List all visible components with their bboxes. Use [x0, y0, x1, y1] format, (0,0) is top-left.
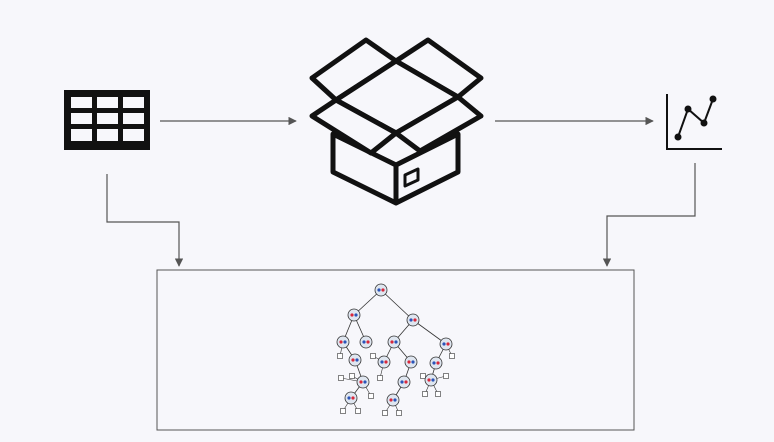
tree-node: [336, 335, 350, 349]
tree-node: [439, 337, 453, 351]
tree-node-marker: [427, 378, 431, 382]
tree-node-marker: [442, 342, 446, 346]
tree-node: [397, 375, 411, 389]
tree-node-marker: [411, 360, 415, 364]
tree-node-marker: [343, 340, 347, 344]
tree-node: [344, 391, 358, 405]
tree-node-marker: [351, 396, 355, 400]
tree-leaf: [355, 408, 361, 414]
tree-edge: [412, 319, 447, 345]
tree-node: [348, 353, 362, 367]
tree-node-marker: [409, 318, 413, 322]
decision-tree-icon: [336, 283, 455, 416]
tree-node-marker: [359, 380, 363, 384]
tree-leaf: [337, 353, 343, 359]
line-chart-icon: [666, 94, 722, 150]
tree-node-marker: [366, 340, 370, 344]
tree-leaf: [377, 375, 383, 381]
tree-node-marker: [350, 313, 354, 317]
tree-leaf: [435, 391, 441, 397]
tree-leaf: [449, 353, 455, 359]
tree-leaf: [338, 375, 344, 381]
open-box-icon: [309, 37, 484, 206]
tree-node-marker: [394, 340, 398, 344]
tree-node: [359, 335, 373, 349]
tree-leaf: [443, 373, 449, 379]
tree-leaf: [349, 373, 355, 379]
tree-node-marker: [384, 360, 388, 364]
tree-node-marker: [389, 398, 393, 402]
tree-node-marker: [404, 380, 408, 384]
tree-node-marker: [380, 360, 384, 364]
tree-node-marker: [432, 361, 436, 365]
tree-node: [429, 356, 443, 370]
tree-node-marker: [431, 378, 435, 382]
tree-node-marker: [413, 318, 417, 322]
tree-node-marker: [377, 288, 381, 292]
tree-node: [406, 313, 420, 327]
tree-node: [377, 355, 391, 369]
tree-node: [387, 335, 401, 349]
arrow-plot-to-panel: [602, 163, 696, 267]
tree-leaf: [382, 410, 388, 416]
table-grid-icon: [64, 90, 150, 150]
tree-edge: [380, 289, 414, 321]
arrow-table-to-panel: [106, 174, 184, 267]
tree-node-marker: [339, 340, 343, 344]
tree-leaf: [420, 373, 426, 379]
tree-node-marker: [355, 358, 359, 362]
tree-node-marker: [363, 380, 367, 384]
tree-node: [404, 355, 418, 369]
tree-node-marker: [347, 396, 351, 400]
tree-node: [356, 375, 370, 389]
tree-node-marker: [400, 380, 404, 384]
tree-node: [424, 373, 438, 387]
tree-leaf: [368, 393, 374, 399]
tree-leaf: [396, 410, 402, 416]
tree-node-marker: [362, 340, 366, 344]
tree-node-marker: [351, 358, 355, 362]
tree-node-marker: [393, 398, 397, 402]
tree-node-marker: [381, 288, 385, 292]
tree-leaf: [340, 408, 346, 414]
tree-leaf: [370, 353, 376, 359]
tree-node: [347, 308, 361, 322]
tree-leaf: [422, 391, 428, 397]
tree-node-marker: [354, 313, 358, 317]
tree-node-marker: [390, 340, 394, 344]
tree-node-marker: [407, 360, 411, 364]
tree-node-marker: [446, 342, 450, 346]
tree-node-marker: [436, 361, 440, 365]
tree-node: [386, 393, 400, 407]
tree-node: [374, 283, 388, 297]
